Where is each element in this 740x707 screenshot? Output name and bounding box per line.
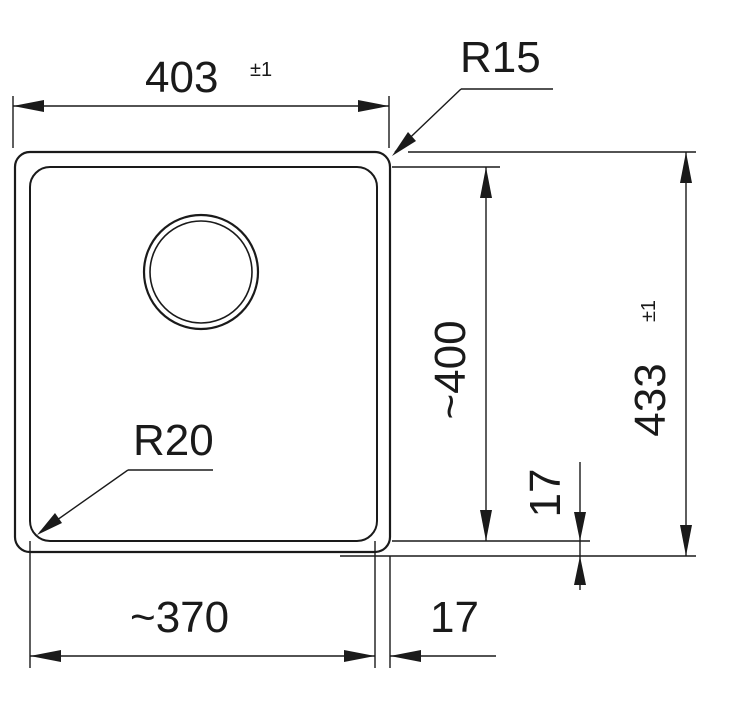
rim-height-label: 17 xyxy=(521,469,570,518)
r15-label: R15 xyxy=(460,33,541,82)
bowl-width-dimension xyxy=(30,650,375,662)
rim-width-dimension xyxy=(390,650,496,662)
inner-height-dimension xyxy=(480,167,492,541)
width-label: 403 xyxy=(145,53,218,102)
sink-outer-rim xyxy=(13,150,392,554)
sink-inner-bowl xyxy=(29,166,378,542)
width-dimension xyxy=(12,96,390,148)
r20-label: R20 xyxy=(133,416,214,465)
r20-leader xyxy=(37,469,213,535)
total-height-tolerance: ±1 xyxy=(638,300,660,322)
width-tolerance: ±1 xyxy=(250,59,272,81)
rim-height-dimension xyxy=(574,462,586,590)
drain-icon xyxy=(142,213,260,331)
total-height-dimension xyxy=(680,152,692,556)
rim-width-label: 17 xyxy=(430,593,479,642)
bowl-width-label: ~370 xyxy=(130,593,229,642)
total-height-label: 433 xyxy=(626,363,675,436)
inner-height-label: ~400 xyxy=(426,320,475,419)
r15-leader xyxy=(392,88,553,156)
